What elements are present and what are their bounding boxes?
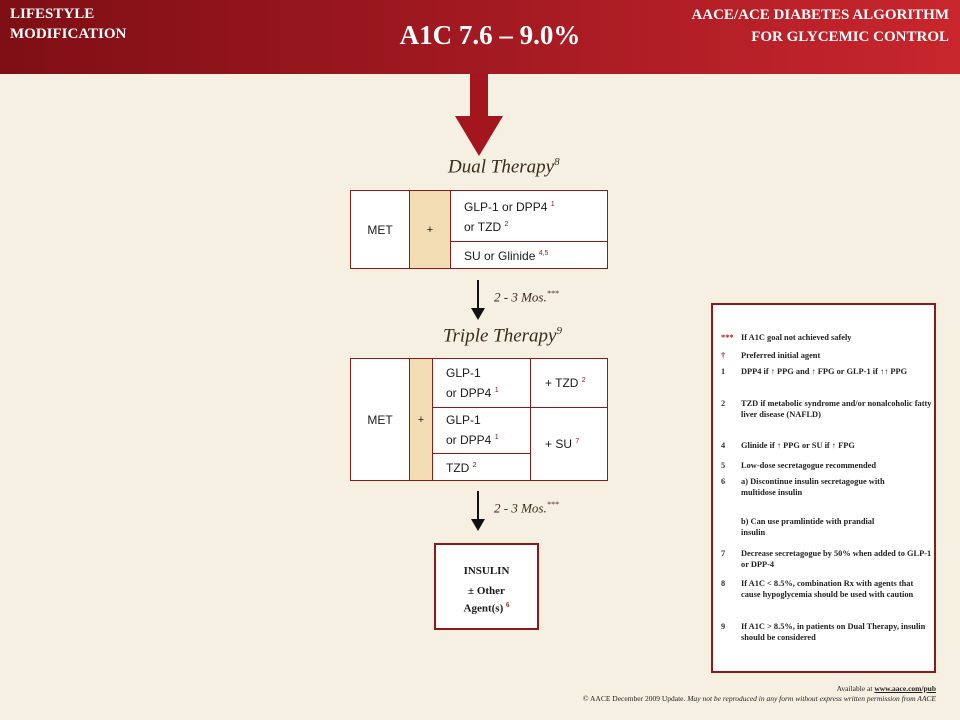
dual-therapy-heading-text: Dual Therapy — [448, 156, 555, 178]
triple-option-a-line2: or DPP4 1 — [446, 382, 530, 402]
triple-therapy-heading: Triple Therapy9 — [443, 325, 562, 347]
interval-label-2-sup: *** — [546, 500, 559, 509]
footnote-key: *** — [721, 333, 734, 342]
triple-option-a-text2: or DPP4 — [446, 385, 492, 400]
triple-option-a-line1: GLP-1 — [446, 365, 481, 380]
triple-add-su-sup: 7 — [575, 438, 580, 445]
footnote-text: If A1C < 8.5%, combination Rx with agent… — [741, 579, 914, 599]
header-right-line2: FOR GLYCEMIC CONTROL — [751, 29, 949, 45]
triple-option-b-line1: GLP-1 — [446, 413, 481, 427]
footnote-key: 4 — [721, 441, 726, 450]
triple-option-b-text2: or DPP4 — [446, 433, 492, 447]
triple-option-b-line2: or DPP4 1 — [446, 429, 530, 449]
page-title: A1C 7.6 – 9.0% — [399, 20, 581, 50]
header-right-label: AACE/ACE DIABETES ALGORITHM FOR GLYCEMIC… — [691, 4, 949, 48]
footnote-text: Preferred initial agent — [741, 351, 821, 360]
footnote-key: 8 — [721, 579, 726, 588]
down-arrow-icon — [455, 74, 503, 156]
dual-option-su: SU or Glinide 4,5 — [450, 241, 608, 269]
interval-label-1-text: 2 - 3 Mos. — [494, 289, 547, 305]
header-left-label: LIFESTYLE MODIFICATION — [10, 4, 126, 44]
insulin-box: INSULIN ± Other Agent(s) 6 — [434, 543, 539, 630]
footnote-text: Glinide if ↑ PPG or SU if ↑ FPG — [741, 441, 855, 450]
header-band — [0, 0, 960, 74]
footnote-text: TZD if metabolic syndrome and/or nonalco… — [741, 399, 932, 419]
triple-add-tzd-text: + TZD — [545, 376, 579, 390]
triple-option-c-sup: 2 — [472, 462, 477, 469]
footnote-text: If A1C goal not achieved safely — [741, 333, 852, 342]
dual-option-glp1-line1: GLP-1 or DPP4 1 — [464, 196, 607, 216]
triple-add-su-text: + SU — [545, 437, 573, 451]
dual-option-glp1-sup2: 2 — [504, 221, 509, 228]
footnote-key: 5 — [721, 461, 726, 470]
footnote-key: † — [721, 351, 726, 360]
footer-copyright: © AACE December 2009 Update. May not be … — [583, 694, 936, 704]
triple-therapy-table: MET + GLP-1 or DPP4 1 + TZD 2 GLP-1 or D… — [350, 358, 608, 481]
interval-label-1-sup: *** — [546, 289, 559, 298]
footnote-key: 2 — [721, 399, 726, 408]
dual-therapy-table: MET + GLP-1 or DPP4 1 or TZD 2 SU or Gli… — [350, 190, 608, 269]
insulin-line3: Agent(s) 6 — [436, 601, 537, 615]
triple-add-su: + SU 7 — [530, 407, 608, 481]
triple-option-c: TZD 2 — [432, 453, 531, 481]
dual-option-su-text: SU or Glinide — [464, 249, 536, 263]
footer-availability: Available at www.aace.com/pub — [583, 684, 936, 694]
dual-plus-cell: + — [409, 190, 451, 269]
dual-therapy-heading: Dual Therapy8 — [448, 156, 560, 178]
dual-option-su-sup: 4,5 — [538, 250, 549, 257]
footnote-text: Low-dose secretagogue recommended — [741, 461, 877, 470]
insulin-line3-text: Agent(s) — [463, 602, 504, 615]
triple-option-b: GLP-1 or DPP4 1 — [432, 407, 531, 454]
footnote-key: 7 — [721, 549, 726, 558]
footnote-text: Decrease secretagogue by 50% when added … — [741, 549, 932, 569]
triple-add-tzd: + TZD 2 — [530, 358, 608, 408]
triple-option-a: GLP-1 or DPP4 1 — [432, 358, 531, 408]
footnote-text: DPP4 if ↑ PPG and ↑ FPG or GLP-1 if ↑↑ P… — [741, 367, 908, 376]
interval-label-1: 2 - 3 Mos.*** — [494, 289, 559, 305]
footer-available-prefix: Available at — [836, 684, 875, 693]
dual-option-glp1-line2: or TZD 2 — [464, 216, 607, 236]
interval-arrow-icon — [471, 491, 485, 531]
footer-copyright-text: © AACE December 2009 Update. — [582, 694, 686, 703]
footnote-key: 6 — [721, 477, 726, 486]
triple-option-b-sup: 1 — [494, 434, 499, 441]
triple-met-cell: MET — [350, 358, 410, 481]
footnote-text: b) Can use pramlintide with prandial ins… — [741, 517, 875, 537]
interval-arrow-icon — [471, 280, 485, 320]
header-left-line1: LIFESTYLE — [10, 6, 95, 22]
header-right-line1: AACE/ACE DIABETES ALGORITHM — [691, 7, 949, 23]
insulin-line2: ± Other — [468, 585, 505, 597]
dual-therapy-heading-sup: 8 — [554, 156, 560, 168]
dual-option-glp1-text2: or TZD — [464, 220, 502, 234]
insulin-line1: INSULIN — [463, 565, 510, 577]
dual-option-glp1-text1: GLP-1 or DPP4 — [464, 200, 548, 214]
footnote-key: 9 — [721, 622, 726, 631]
footnote-legend: *** If A1C goal not achieved safely † Prefe… — [711, 303, 936, 673]
footnote-text: a) Discontinue insulin secretagogue with… — [741, 477, 885, 497]
interval-label-2-text: 2 - 3 Mos. — [494, 500, 547, 516]
interval-label-2: 2 - 3 Mos.*** — [494, 500, 559, 516]
footnote-key: 1 — [721, 367, 726, 376]
dual-option-glp1: GLP-1 or DPP4 1 or TZD 2 — [450, 190, 608, 242]
triple-therapy-heading-sup: 9 — [556, 325, 562, 337]
footer-notice: May not be reproduced in any form withou… — [687, 694, 936, 703]
triple-therapy-heading-text: Triple Therapy — [443, 325, 557, 347]
footnote-text: If A1C > 8.5%, in patients on Dual Thera… — [741, 622, 926, 642]
triple-plus-cell: + — [409, 358, 433, 481]
dual-met-cell: MET — [350, 190, 410, 269]
insulin-sup: 6 — [505, 601, 510, 609]
footer-url-link[interactable]: www.aace.com/pub — [874, 684, 936, 693]
footer: Available at www.aace.com/pub © AACE Dec… — [583, 684, 936, 704]
dual-option-glp1-sup1: 1 — [550, 201, 555, 208]
triple-add-tzd-sup: 2 — [581, 377, 586, 384]
triple-option-c-text: TZD — [446, 461, 470, 475]
triple-option-a-sup: 1 — [494, 386, 499, 394]
header-left-line2: MODIFICATION — [10, 26, 127, 42]
